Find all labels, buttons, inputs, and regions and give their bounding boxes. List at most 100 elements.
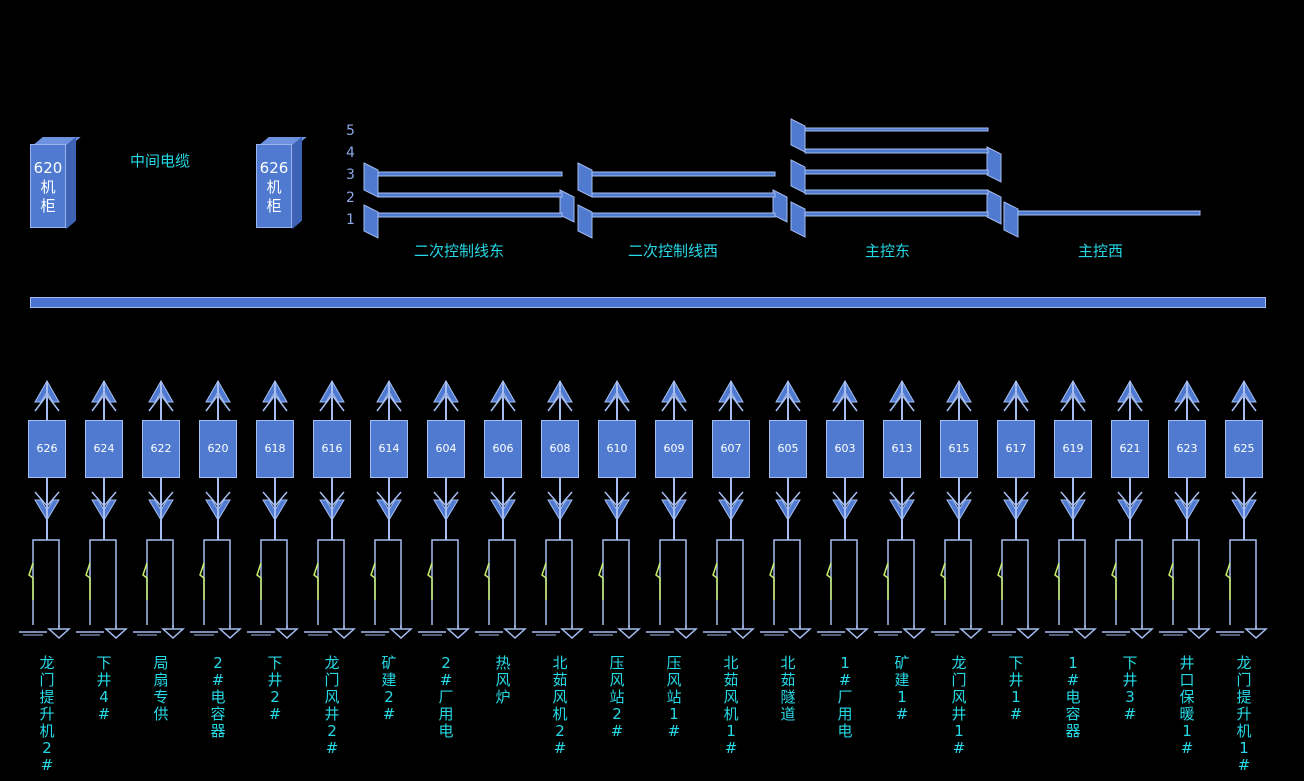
cable-terminal-icon [560,628,584,640]
earthing-switch-blade [85,562,91,600]
earthing-switch-blade [940,562,946,600]
breaker-608[interactable]: 608 [541,420,579,478]
breaker-625[interactable]: 625 [1225,420,1263,478]
branch-frame [431,539,459,628]
branch-frame [545,539,573,628]
earthing-switch-blade [769,562,775,600]
earthing-switch-blade [826,562,832,600]
branch-frame [659,539,687,628]
cable-terminal-icon [332,628,356,640]
cabinet-626-line-2: 机 [266,178,282,196]
line-number-3: 3 [346,167,355,183]
cable-terminal-icon [275,628,299,640]
earthing-switch-blade [712,562,718,600]
breaker-606[interactable]: 606 [484,420,522,478]
branch-frame [146,539,174,628]
feeder-label-608: 北茹风机2# [552,654,568,757]
earthing-switch-blade [427,562,433,600]
earthing-switch-blade [28,562,34,600]
feeder-label-623: 井口保暖1# [1179,654,1195,757]
cable-terminal-icon [845,628,869,640]
feeder-label-614: 矿建2# [381,654,397,723]
cable-terminal-icon [1016,628,1040,640]
breaker-605[interactable]: 605 [769,420,807,478]
feeder-label-621: 下井3# [1122,654,1138,723]
breaker-613[interactable]: 613 [883,420,921,478]
cabinet-626-body: 626 机 柜 [256,144,292,228]
breaker-623[interactable]: 623 [1168,420,1206,478]
main-busbar [30,297,1266,308]
feeder-label-604: 2#厂用电 [438,654,454,740]
branch-frame [32,539,60,628]
cable-terminal-icon [617,628,641,640]
earthing-switch-blade [1168,562,1174,600]
earthing-switch-blade [484,562,490,600]
breaker-618[interactable]: 618 [256,420,294,478]
breaker-624[interactable]: 624 [85,420,123,478]
control-label-main-west: 主控西 [1078,242,1124,260]
cable-terminal-icon [1073,628,1097,640]
breaker-619[interactable]: 619 [1054,420,1092,478]
branch-frame [602,539,630,628]
cable-terminal-icon [1187,628,1211,640]
cable-terminal-icon [731,628,755,640]
cable-terminal-icon [503,628,527,640]
breaker-617[interactable]: 617 [997,420,1035,478]
breaker-620[interactable]: 620 [199,420,237,478]
cable-terminal-icon [959,628,983,640]
breaker-603[interactable]: 603 [826,420,864,478]
cable-terminal-icon [902,628,926,640]
feeder-label-603: 1#厂用电 [837,654,853,740]
cabinet-626-line-3: 柜 [266,197,282,215]
cable-terminal-icon [104,628,128,640]
feeder-label-610: 压风站2# [609,654,625,740]
branch-frame [1172,539,1200,628]
feeder-label-615: 龙门风井1# [951,654,967,757]
branch-frame [944,539,972,628]
cable-terminal-icon [389,628,413,640]
feeder-label-617: 下井1# [1008,654,1024,723]
earthing-switch-blade [199,562,205,600]
breaker-604[interactable]: 604 [427,420,465,478]
breaker-607[interactable]: 607 [712,420,750,478]
breaker-622[interactable]: 622 [142,420,180,478]
branch-frame [1058,539,1086,628]
breaker-615[interactable]: 615 [940,420,978,478]
branch-frame [317,539,345,628]
feeder-label-613: 矿建1# [894,654,910,723]
middle-cable-label: 中间电缆 [130,152,191,170]
branch-frame [1229,539,1257,628]
branch-frame [716,539,744,628]
breaker-621[interactable]: 621 [1111,420,1149,478]
earthing-switch-blade [142,562,148,600]
breaker-610[interactable]: 610 [598,420,636,478]
earthing-switch-blade [370,562,376,600]
feeder-label-618: 下井2# [267,654,283,723]
branch-frame [260,539,288,628]
earthing-switch-blade [883,562,889,600]
breaker-609[interactable]: 609 [655,420,693,478]
branch-frame [374,539,402,628]
feeder-label-606: 热风炉 [495,654,511,706]
cabinet-620-line-2: 机 [40,178,56,196]
cable-terminal-icon [47,628,71,640]
cabinet-626-line-1: 626 [259,159,289,177]
cable-terminal-icon [161,628,185,640]
breaker-614[interactable]: 614 [370,420,408,478]
feeder-label-625: 龙门提升机1# [1236,654,1252,774]
earthing-switch-blade [256,562,262,600]
cable-terminal-icon [788,628,812,640]
breaker-616[interactable]: 616 [313,420,351,478]
feeder-label-607: 北茹风机1# [723,654,739,757]
cabinet-620-line-3: 柜 [40,197,56,215]
branch-frame [488,539,516,628]
branch-frame [1115,539,1143,628]
cabinet-620-body: 620 机 柜 [30,144,66,228]
breaker-626[interactable]: 626 [28,420,66,478]
cable-terminal-icon [218,628,242,640]
branch-frame [89,539,117,628]
feeder-label-626: 龙门提升机2# [39,654,55,774]
cable-terminal-icon [446,628,470,640]
